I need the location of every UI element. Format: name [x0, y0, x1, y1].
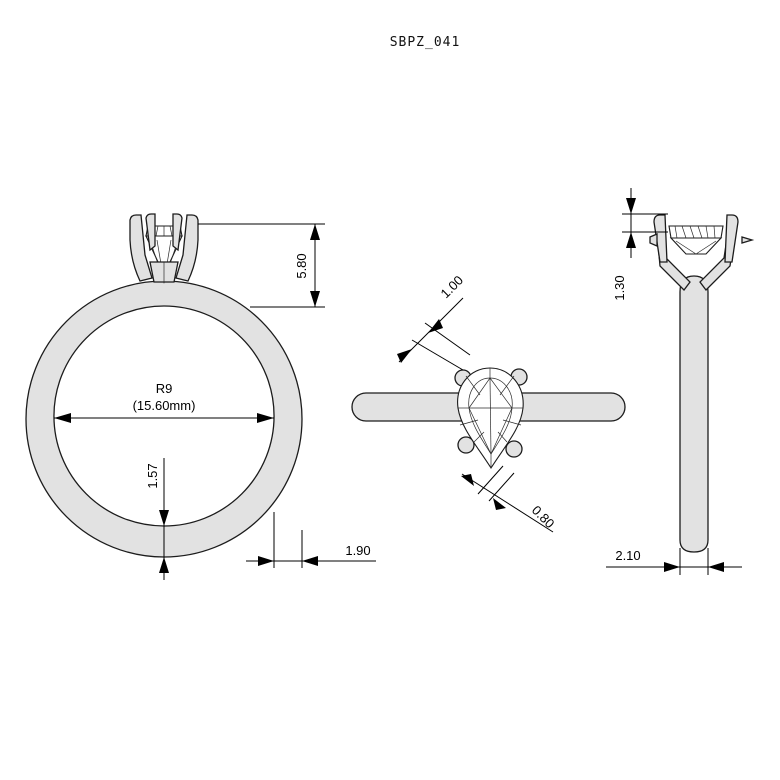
band-width-label: 1.90 — [345, 543, 370, 558]
dim-prong: 1.00 — [397, 273, 471, 371]
head-height-label: 5.80 — [294, 253, 309, 278]
dim-band-width: 1.90 — [246, 512, 376, 568]
prong — [457, 436, 475, 454]
prong-tip-label: 0.80 — [529, 503, 558, 532]
prong-label: 1.00 — [438, 273, 467, 302]
side-stone — [668, 225, 724, 255]
side-shank — [679, 275, 709, 553]
setting-label: 1.30 — [612, 275, 627, 300]
dim-band-thickness: 1.57 — [145, 458, 169, 580]
front-view — [25, 213, 303, 558]
dim-inner-diameter: R9 (15.60mm) — [54, 381, 274, 423]
shank-width-label: 2.10 — [615, 548, 640, 563]
front-head — [129, 213, 199, 284]
dim-shank-width: 2.10 — [606, 548, 742, 575]
inner-diameter-label: (15.60mm) — [133, 398, 196, 413]
pear-stone — [457, 367, 524, 470]
prong — [505, 440, 523, 458]
band-thickness-label: 1.57 — [145, 463, 160, 488]
drawing-code: SBPZ_041 — [390, 35, 461, 50]
dim-setting: 1.30 — [612, 188, 668, 301]
top-view — [351, 367, 626, 470]
dim-prong-tip: 0.80 — [461, 465, 558, 533]
side-view — [649, 214, 755, 553]
ring-size-label: R9 — [156, 381, 173, 396]
dim-head-height: 5.80 — [198, 223, 325, 308]
